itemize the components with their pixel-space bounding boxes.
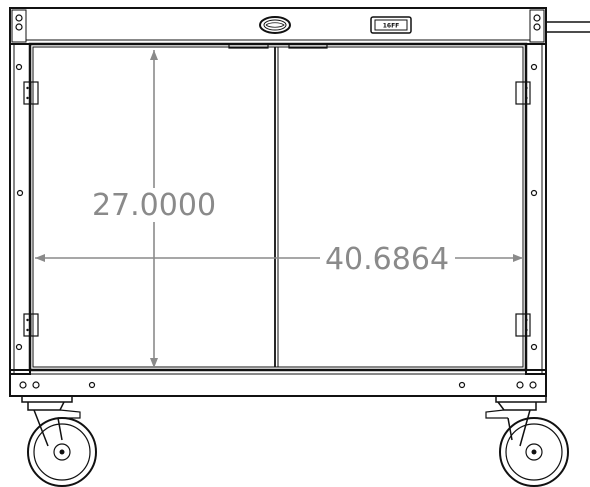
push-handle bbox=[545, 21, 590, 33]
left-frame-post bbox=[9, 43, 31, 375]
width-dimension-label: 40.6864 bbox=[325, 242, 449, 277]
right-frame-post bbox=[525, 43, 547, 375]
model-badge-label: 16FF bbox=[383, 23, 400, 30]
width-dimension: 40.6864 bbox=[35, 242, 523, 277]
door-hinge-right-top bbox=[515, 81, 531, 105]
model-badge: 16FF bbox=[370, 16, 412, 34]
bottom-rail bbox=[9, 369, 547, 397]
top-rail bbox=[9, 7, 547, 45]
caster-wheel-right bbox=[485, 395, 569, 487]
height-dimension: 27.0000 bbox=[92, 50, 216, 368]
logo-emblem bbox=[259, 16, 291, 34]
door-hinge-right-bottom bbox=[515, 313, 531, 337]
caster-wheel-left bbox=[21, 395, 97, 487]
door-hinge-left-bottom bbox=[23, 313, 39, 337]
door-hinge-left-top bbox=[23, 81, 39, 105]
height-dimension-label: 27.0000 bbox=[92, 188, 216, 223]
